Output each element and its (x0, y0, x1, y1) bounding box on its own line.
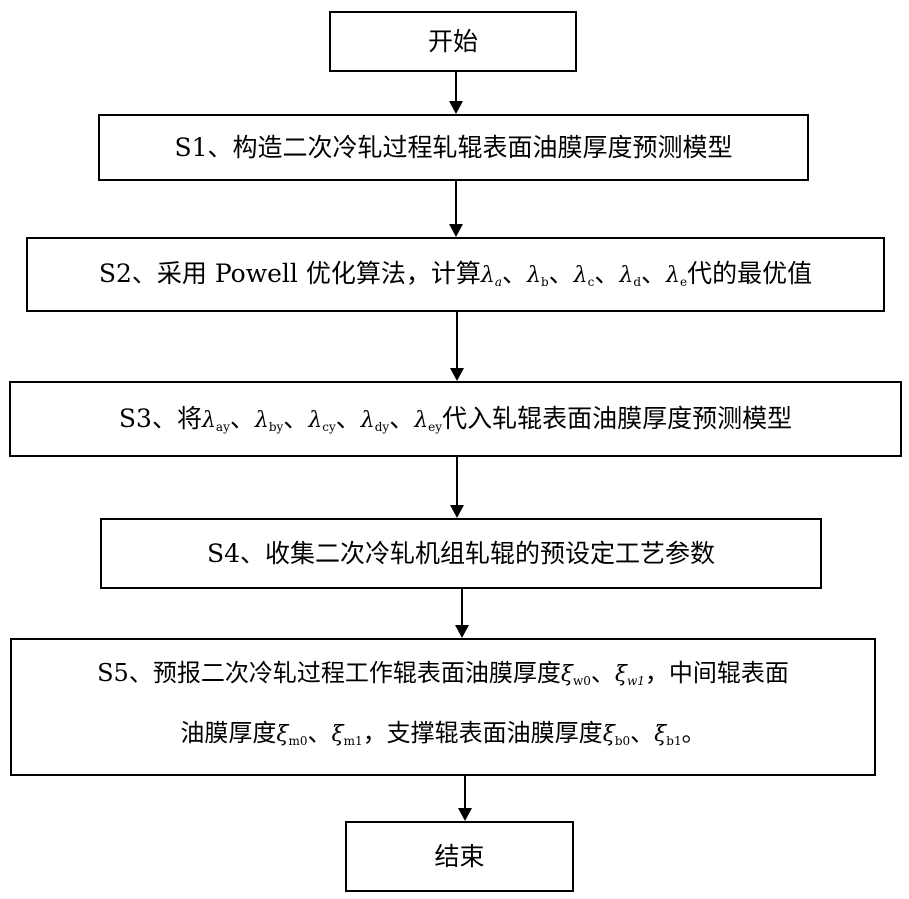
step-s2-sep-3: 、 (594, 259, 619, 288)
step-s5-box: S5、预报二次冷轧过程工作辊表面油膜厚度ξw0、ξw1，中间辊表面 油膜厚度ξm… (10, 638, 876, 776)
xi-b0-symbol: ξ (603, 722, 615, 747)
step-s2-suffix: 代的最优值 (687, 259, 812, 288)
xi-w1-subscript: w1 (627, 674, 645, 688)
lambda-by-subscript: by (269, 420, 283, 434)
step-s5-line2-suffix: 。 (682, 719, 706, 747)
xi-w0-symbol: ξ (561, 662, 573, 687)
step-s4-text: S4、收集二次冷轧机组轧辊的预设定工艺参数 (207, 539, 715, 569)
xi-b0-subscript: b0 (615, 734, 630, 748)
step-s3-box: S3、将λay、λby、λcy、λdy、λey代入轧辊表面油膜厚度预测模型 (9, 381, 902, 457)
arrow-s5-to-end (464, 776, 466, 819)
step-s5-line-1: S5、预报二次冷轧过程工作辊表面油膜厚度ξw0、ξw1，中间辊表面 (97, 647, 789, 707)
step-s5-sep-1: 、 (591, 659, 615, 687)
lambda-ey-symbol: λ (414, 408, 428, 433)
lambda-a-subscript: a (495, 275, 502, 289)
step-s3-sep-3: 、 (336, 404, 361, 433)
lambda-d-subscript: d (633, 275, 641, 289)
arrow-s1-to-s2 (455, 181, 457, 235)
step-s2-box: S2、采用 Powell 优化算法，计算λa、λb、λc、λd、λe代的最优值 (26, 237, 885, 312)
xi-m1-subscript: m1 (344, 734, 363, 748)
lambda-b-symbol: λ (527, 263, 541, 288)
step-s5-line1-prefix: S5、预报二次冷轧过程工作辊表面油膜厚度 (97, 659, 561, 687)
arrow-s4-to-s5 (461, 589, 463, 636)
step-s5-line2-mid: ，支撑辊表面油膜厚度 (363, 719, 603, 747)
lambda-e-subscript: e (680, 275, 687, 289)
lambda-ay-symbol: λ (202, 408, 216, 433)
step-s3-prefix: S3、将 (119, 404, 202, 433)
arrow-s3-to-s4 (456, 457, 458, 516)
lambda-by-symbol: λ (255, 408, 269, 433)
step-s3-sep-1: 、 (230, 404, 255, 433)
step-s2-sep-2: 、 (549, 259, 574, 288)
arrow-s2-to-s3 (456, 312, 458, 379)
step-s2-sep-4: 、 (641, 259, 666, 288)
step-s5-line1-suffix: ，中间辊表面 (645, 659, 789, 687)
step-s5-sep-2: 、 (308, 719, 332, 747)
xi-w0-subscript: w0 (573, 674, 591, 688)
lambda-e-symbol: λ (666, 263, 680, 288)
step-s3-text: S3、将λay、λby、λcy、λdy、λey代入轧辊表面油膜厚度预测模型 (119, 404, 792, 434)
lambda-ay-subscript: ay (216, 420, 230, 434)
lambda-b-subscript: b (541, 275, 549, 289)
arrow-start-to-s1 (455, 72, 457, 112)
lambda-cy-symbol: λ (308, 408, 322, 433)
lambda-ey-subscript: ey (428, 420, 442, 434)
step-s1-box: S1、构造二次冷轧过程轧辊表面油膜厚度预测模型 (98, 114, 809, 181)
xi-w1-symbol: ξ (615, 662, 627, 687)
start-box: 开始 (329, 11, 577, 72)
end-label: 结束 (434, 842, 484, 872)
step-s3-suffix: 代入轧辊表面油膜厚度预测模型 (442, 404, 792, 433)
end-box: 结束 (345, 821, 574, 892)
xi-b1-symbol: ξ (654, 722, 666, 747)
step-s1-text: S1、构造二次冷轧过程轧辊表面油膜厚度预测模型 (174, 133, 732, 163)
step-s3-sep-2: 、 (283, 404, 308, 433)
start-label: 开始 (428, 27, 478, 57)
xi-m1-symbol: ξ (332, 722, 344, 747)
lambda-dy-subscript: dy (375, 420, 389, 434)
step-s4-box: S4、收集二次冷轧机组轧辊的预设定工艺参数 (100, 518, 822, 589)
lambda-a-symbol: λ (481, 263, 495, 288)
step-s5-line2-prefix: 油膜厚度 (180, 719, 276, 747)
step-s2-text: S2、采用 Powell 优化算法，计算λa、λb、λc、λd、λe代的最优值 (99, 259, 812, 289)
xi-b1-subscript: b1 (666, 734, 681, 748)
step-s5-line-2: 油膜厚度ξm0、ξm1，支撑辊表面油膜厚度ξb0、ξb1。 (180, 707, 705, 767)
lambda-c-symbol: λ (574, 263, 588, 288)
lambda-dy-symbol: λ (361, 408, 375, 433)
xi-m0-subscript: m0 (289, 734, 308, 748)
step-s2-sep-1: 、 (502, 259, 527, 288)
step-s5-sep-3: 、 (630, 719, 654, 747)
xi-m0-symbol: ξ (276, 722, 288, 747)
lambda-cy-subscript: cy (322, 420, 336, 434)
lambda-d-symbol: λ (619, 263, 633, 288)
step-s2-prefix: S2、采用 Powell 优化算法，计算 (99, 259, 481, 288)
step-s3-sep-4: 、 (389, 404, 414, 433)
